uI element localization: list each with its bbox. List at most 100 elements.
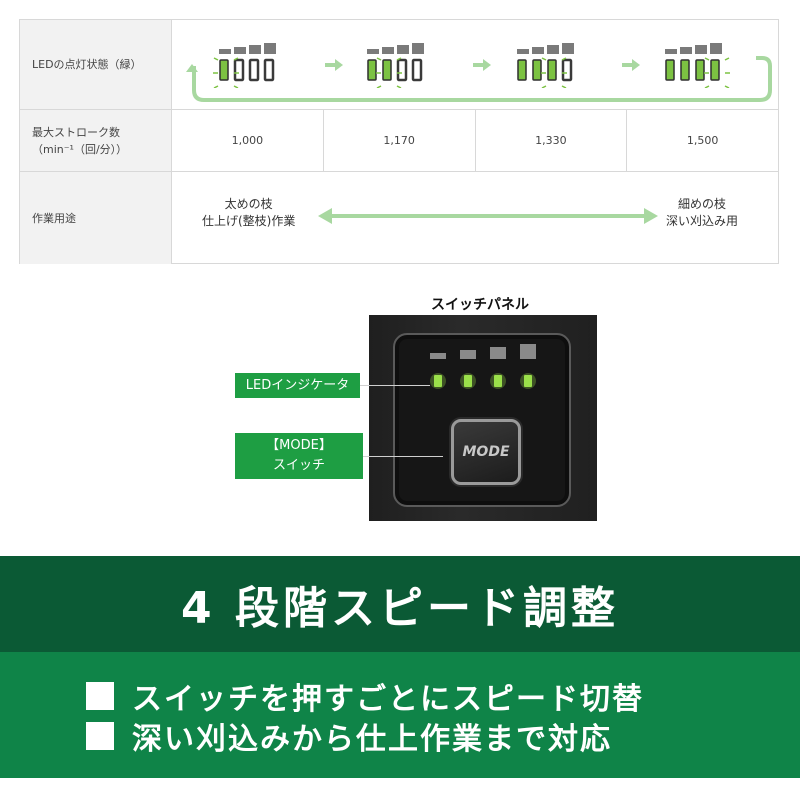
square-bullet-icon — [86, 682, 114, 710]
glow-tick — [396, 85, 402, 89]
led-lit — [532, 59, 542, 81]
level-bar — [695, 45, 707, 54]
state-arrow-1 — [325, 59, 343, 71]
switch-panel-photo: MODE — [369, 315, 597, 521]
led-state-3 — [508, 40, 586, 89]
square-bullet-icon — [86, 722, 114, 750]
led-state-1 — [210, 40, 288, 89]
led-off — [411, 58, 423, 82]
bullet-item-1: スイッチを押すごとにスピード切替 — [86, 674, 644, 718]
led-off — [396, 58, 408, 82]
led-lit — [710, 59, 720, 81]
glow-tick — [704, 85, 710, 89]
led-state-2 — [358, 40, 436, 89]
banner-bullets: スイッチを押すごとにスピード切替 深い刈込みから仕上作業まで対応 — [0, 652, 800, 778]
led-state-diagram — [172, 20, 778, 109]
panel-led — [464, 375, 472, 387]
led-state-row: LEDの点灯状態（緑） — [20, 20, 778, 110]
panel-led — [524, 375, 532, 387]
led-state-4 — [656, 40, 734, 89]
level-bar — [680, 47, 692, 54]
led-off — [248, 58, 260, 82]
level-bar — [367, 49, 379, 54]
use-label: 作業用途 — [20, 172, 172, 264]
led-cycle-loop — [186, 56, 772, 102]
led-group-graphic — [665, 43, 730, 89]
stroke-value-4: 1,500 — [686, 134, 719, 147]
glow-tick — [704, 57, 710, 61]
glow-tick — [724, 85, 730, 89]
panel-level-bar — [430, 353, 446, 359]
stroke-value-2: 1,170 — [324, 110, 476, 171]
glow-tick — [376, 57, 382, 61]
level-bar — [547, 45, 559, 54]
led-lit — [680, 59, 690, 81]
glow-tick — [541, 57, 547, 61]
level-bar — [517, 49, 529, 54]
level-bar — [562, 43, 574, 54]
stroke-label: 最大ストローク数 （min⁻¹（回/分）） — [20, 110, 172, 171]
led-state-label: LEDの点灯状態（緑） — [20, 20, 172, 109]
stroke-value-1: 1,000 — [172, 110, 324, 171]
led-off — [561, 58, 573, 82]
callout-led-indicator: LEDインジケータ — [235, 373, 360, 398]
loop-arrowhead — [186, 64, 198, 72]
level-bar — [234, 47, 246, 54]
led-lit — [695, 59, 705, 81]
level-bar — [382, 47, 394, 54]
use-thin-branches: 細めの枝 深い刈込み用 — [666, 196, 738, 230]
led-group-graphic — [367, 43, 424, 89]
level-bar — [532, 47, 544, 54]
panel-level-bar — [520, 344, 536, 359]
led-group-graphic — [517, 43, 574, 89]
use-thick-branches: 太めの枝 仕上げ(整枝)作業 — [202, 196, 295, 230]
use-right-line1: 細めの枝 — [677, 197, 726, 211]
use-left-line1: 太めの枝 — [224, 197, 273, 211]
callout-mode-line1: 【MODE】 — [266, 438, 332, 453]
level-bar — [710, 43, 722, 54]
level-bar — [665, 49, 677, 54]
mode-leader-line — [363, 456, 443, 457]
level-bar — [264, 43, 276, 54]
bullet-text-1: スイッチを押すごとにスピード切替 — [132, 682, 644, 717]
level-bar — [219, 49, 231, 54]
panel-bezel: MODE — [393, 333, 571, 507]
mode-button[interactable]: MODE — [451, 419, 521, 485]
banner-title-bar: 4 段階スピード調整 — [0, 556, 800, 652]
bullet-item-2: 深い刈込みから仕上作業まで対応 — [86, 714, 612, 758]
state-arrow-3 — [622, 59, 640, 71]
led-lit — [382, 59, 392, 81]
loop-line — [192, 56, 772, 102]
led-off — [233, 58, 245, 82]
glow-tick — [561, 57, 567, 61]
use-left-line2: 仕上げ(整枝)作業 — [202, 214, 296, 228]
glow-tick — [724, 57, 730, 61]
glow-tick — [541, 85, 547, 89]
banner-title: 4 段階スピード調整 — [181, 583, 619, 634]
spec-table: LEDの点灯状態（緑） 最大ストローク数 （min⁻¹（回/分）） 1,000 — [19, 19, 779, 264]
panel-level-bar — [490, 347, 506, 359]
led-lit — [367, 59, 377, 81]
double-arrow-icon — [318, 208, 658, 224]
led-lit — [517, 59, 527, 81]
callout-mode-line2: スイッチ — [272, 458, 325, 473]
glow-tick — [213, 85, 219, 89]
glow-tick — [376, 85, 382, 89]
led-lit — [547, 59, 557, 81]
led-lit — [665, 59, 675, 81]
stroke-row: 最大ストローク数 （min⁻¹（回/分）） 1,000 1,170 1,330 … — [20, 110, 778, 172]
led-group-graphic — [213, 43, 276, 89]
led-indicator-icon — [430, 344, 536, 389]
panel-title: スイッチパネル — [431, 297, 529, 313]
glow-tick — [233, 85, 239, 89]
panel-level-bar — [460, 350, 476, 359]
bullet-text-2: 深い刈込みから仕上作業まで対応 — [132, 722, 612, 757]
stroke-value-3: 1,330 — [476, 110, 628, 171]
level-bar — [249, 45, 261, 54]
use-row: 作業用途 太めの枝 仕上げ(整枝)作業 細めの枝 深い刈込み用 — [20, 172, 778, 264]
use-right-line2: 深い刈込み用 — [665, 214, 738, 228]
stroke-label-line2: （min⁻¹（回/分）） — [32, 142, 128, 156]
state-arrow-2 — [473, 59, 491, 71]
glow-tick — [233, 57, 239, 61]
led-leader-line — [360, 385, 430, 386]
